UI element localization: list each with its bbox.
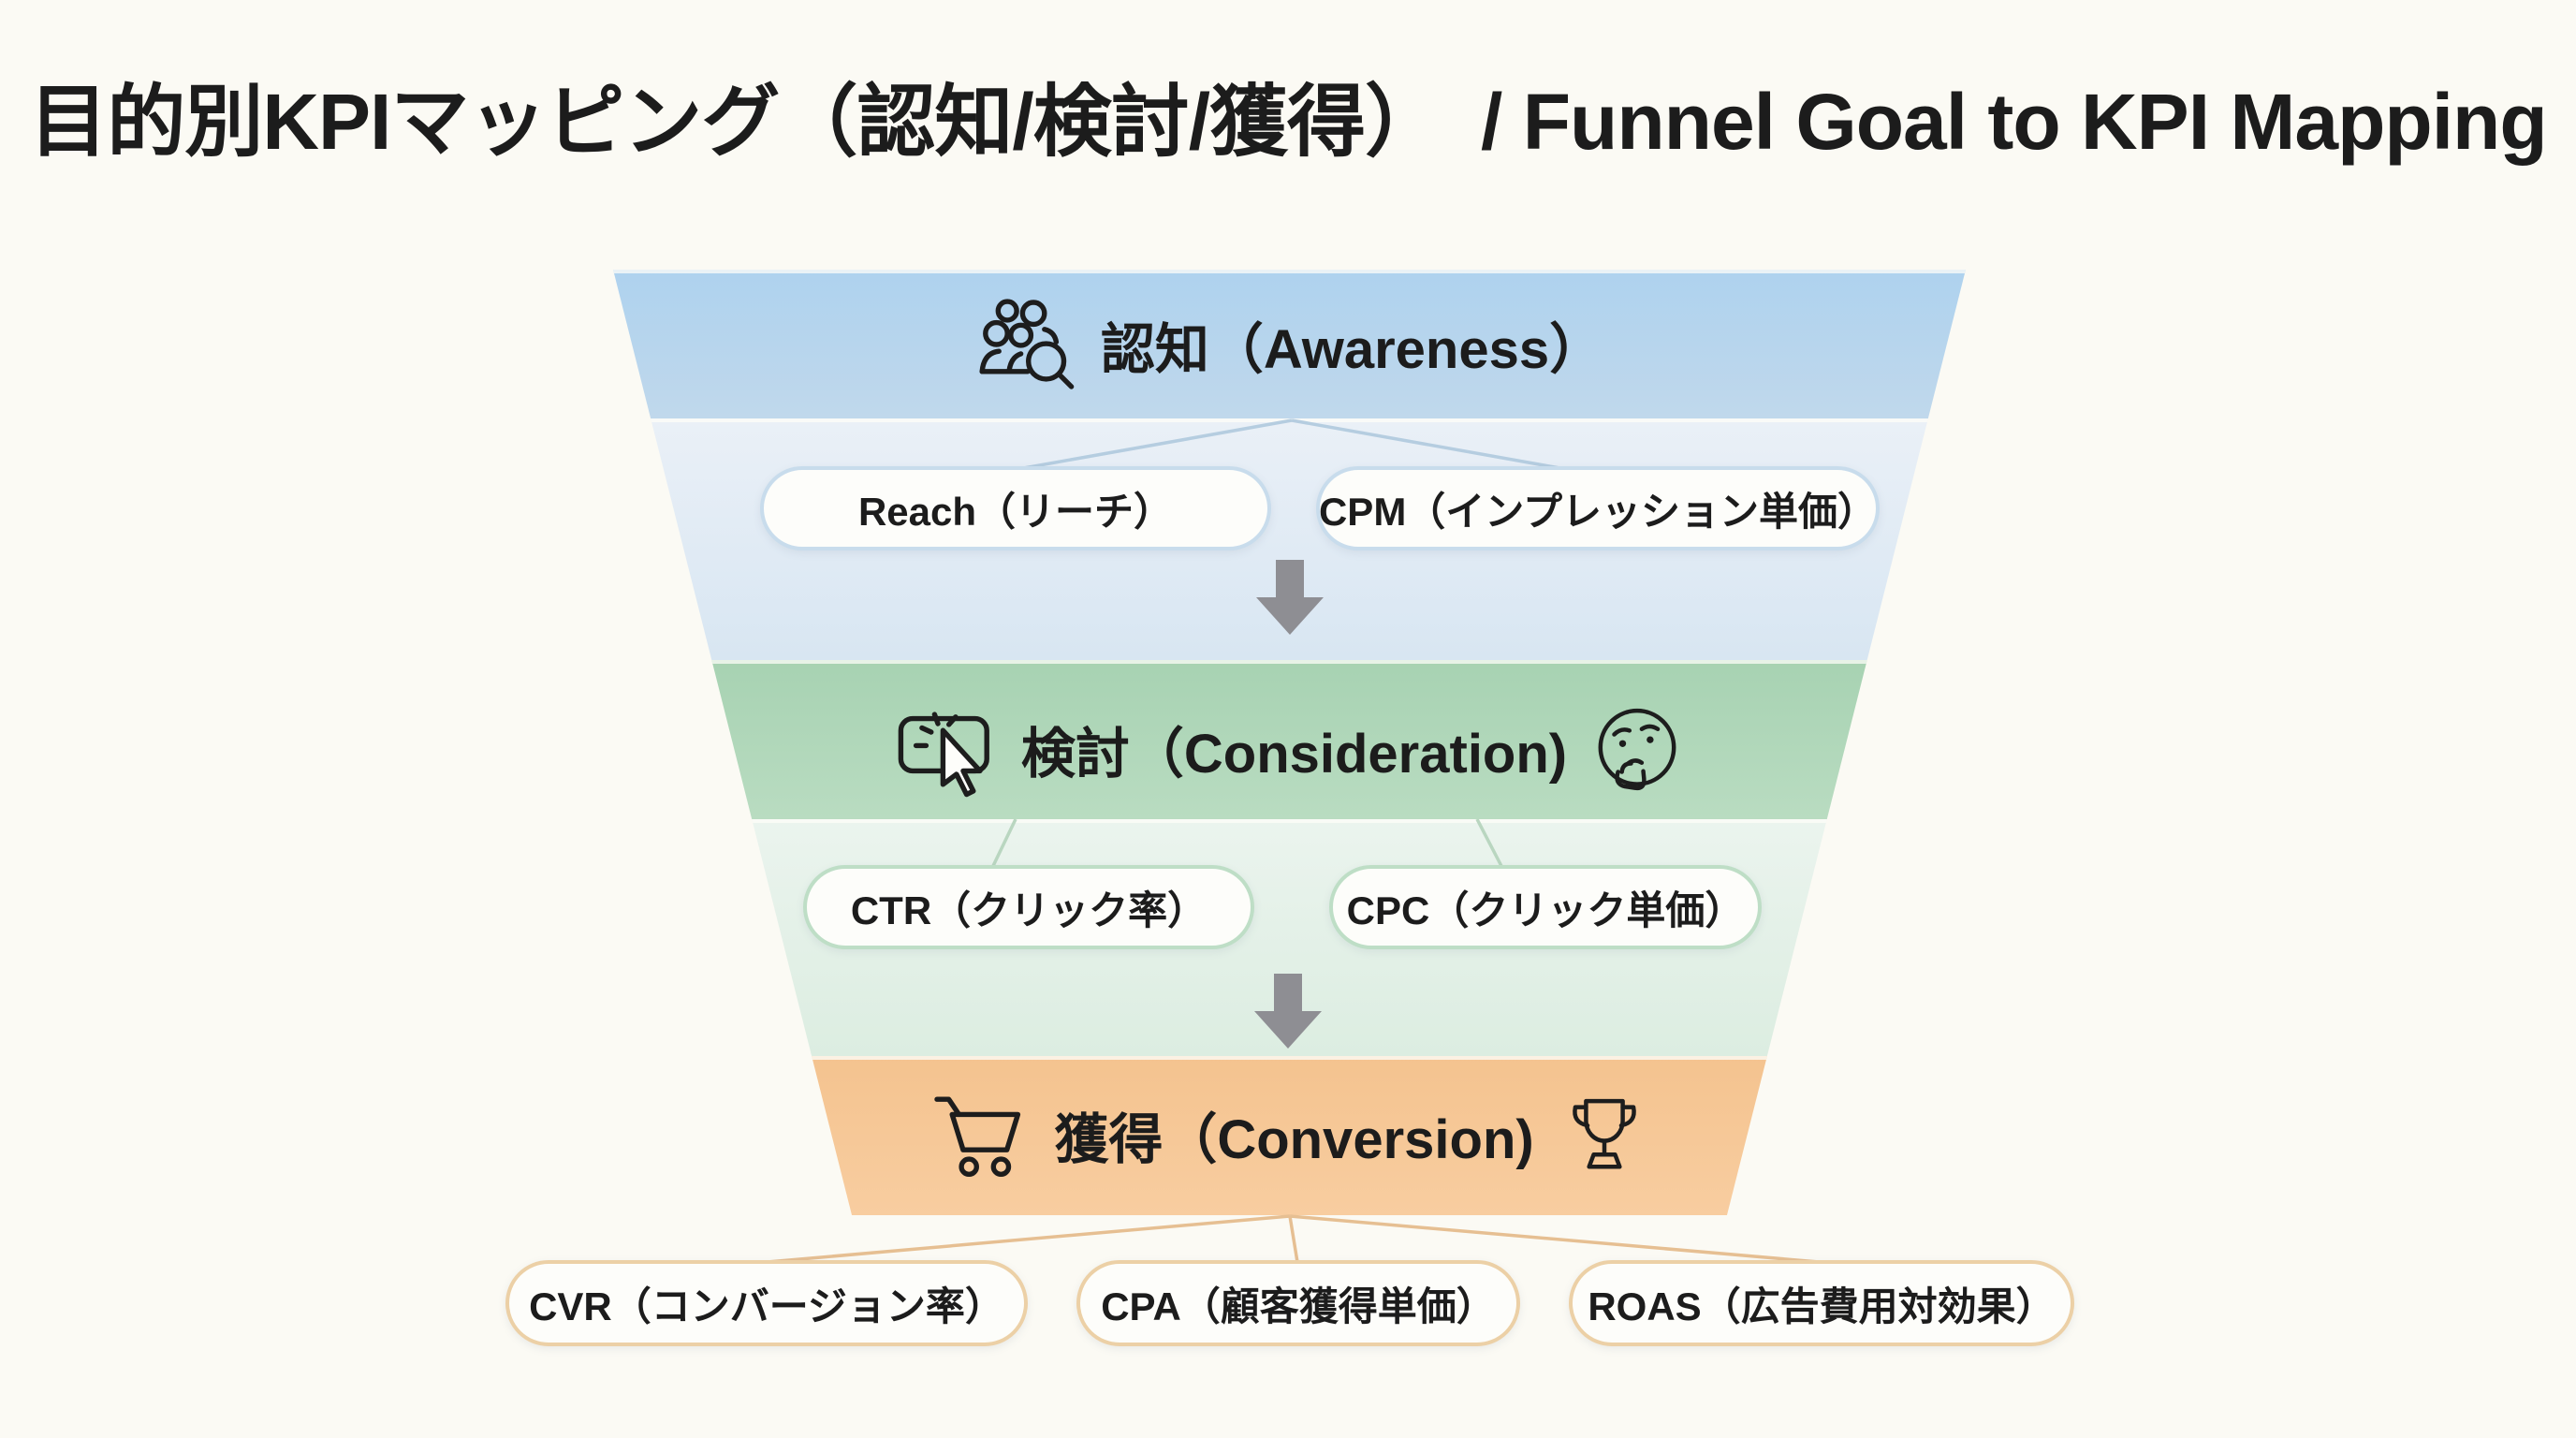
stage-awareness-label: 認知（Awareness）: [1100, 319, 1604, 380]
kpi-pill-cpm: CPM（インプレッション単価）: [1316, 466, 1880, 550]
kpi-pill-cpc: CPC（クリック単価）: [1329, 865, 1762, 949]
thinking-face-icon: [1598, 708, 1676, 791]
click-cursor-icon: [898, 712, 989, 798]
shopping-cart-icon: [934, 1096, 1021, 1177]
kpi-pill-cpa: CPA（顧客獲得単価）: [1076, 1260, 1520, 1346]
connector-conversion-lines: [767, 1214, 1820, 1264]
down-arrow-icon: [1254, 974, 1322, 1049]
kpi-pill-ctr: CTR（クリック率）: [803, 865, 1254, 949]
down-arrow-icon: [1256, 560, 1324, 635]
connector-consideration-lines: [990, 818, 1504, 869]
stage-consideration-label: 検討（Consideration): [1020, 724, 1568, 785]
connector-awareness-lines: [1017, 418, 1566, 471]
stage-conversion: 獲得（Conversion): [613, 1083, 1966, 1186]
slide-title: 目的別KPIマッピング（認知/検討/獲得） / Funnel Goal to K…: [29, 78, 2547, 166]
kpi-pill-roas: ROAS（広告費用対効果）: [1569, 1260, 2074, 1346]
stage-conversion-label: 獲得（Conversion): [1054, 1109, 1534, 1170]
stage-awareness: 認知（Awareness）: [613, 293, 1966, 396]
stage-consideration: 検討（Consideration): [613, 697, 1966, 800]
funnel-band-awareness: [613, 270, 1966, 418]
trophy-icon: [1572, 1098, 1636, 1169]
kpi-pill-cvr: CVR（コンバージョン率）: [505, 1260, 1028, 1346]
kpi-pill-reach: Reach（リーチ）: [760, 466, 1271, 550]
people-search-icon: [979, 299, 1075, 389]
funnel-band-consideration: [613, 660, 1966, 819]
